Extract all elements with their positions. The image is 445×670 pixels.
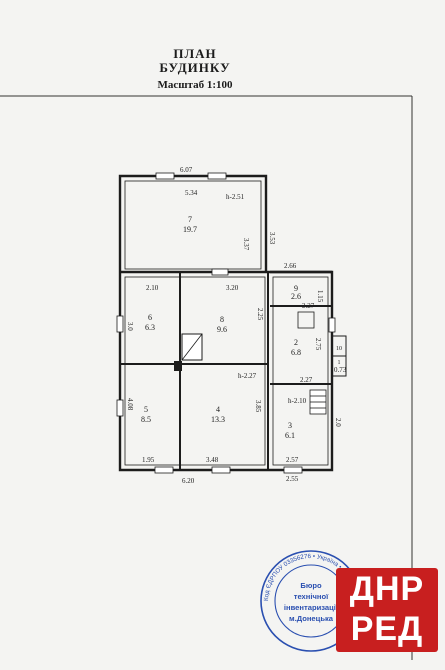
porch	[331, 335, 347, 377]
dim-room10-width: 0.73	[334, 366, 347, 374]
room-number: 8	[220, 315, 224, 324]
room-number: 5	[144, 405, 148, 414]
logo-line: ДНР	[349, 570, 425, 608]
dim-ceiling-4: h-2.27	[238, 372, 257, 380]
dim-room8-height: 2.25	[256, 308, 264, 321]
room-number: 10	[336, 346, 342, 352]
inner-wall-lines	[124, 180, 329, 466]
room-area: 2.6	[291, 292, 301, 301]
stamp-line: технічної	[294, 592, 329, 601]
room-area: 9.6	[217, 325, 227, 334]
partitions	[120, 272, 332, 470]
dim-room9-width: 2.27	[302, 302, 315, 310]
lower-inner	[124, 276, 266, 466]
plan-title: ПЛАН	[173, 46, 217, 61]
dim-ceiling-3: h-2.10	[288, 397, 307, 405]
dim-room5-height: 4.08	[126, 398, 134, 411]
plan-subtitle: БУДИНКУ	[159, 60, 231, 75]
plan-scale: Масштаб 1:100	[157, 79, 233, 91]
room-number: 7	[188, 215, 192, 224]
room7-inner	[124, 180, 262, 270]
room-number: 2	[294, 338, 298, 347]
room-area: 19.7	[183, 225, 197, 234]
dim-room6-height: 3.0	[126, 322, 134, 331]
stamp-line: м.Донецька	[289, 614, 334, 623]
dim-room4-width: 3.48	[206, 456, 219, 464]
room-labels: 7 19.7 6 6.3 8 9.6 9 2.6 2 6.8 10 1 5 8.…	[141, 215, 342, 440]
dim-top-overall: 6.07	[180, 166, 193, 174]
logo-line: РЕД	[350, 610, 424, 648]
dim-annex-bottom: 2.55	[286, 475, 299, 483]
stove	[174, 333, 203, 371]
dim-ceiling-7: h-2.51	[226, 193, 245, 201]
stamp-line: інвентаризації	[284, 603, 339, 612]
room-area: 6.3	[145, 323, 155, 332]
annex-inner	[272, 276, 329, 466]
dim-room5-width: 1.95	[142, 456, 155, 464]
room-area: 13.3	[211, 415, 225, 424]
dim-room9-height: 1.15	[316, 290, 324, 303]
dim-room6-width: 2.10	[146, 284, 159, 292]
dim-room7-height-outer: 3.53	[268, 232, 276, 245]
dim-annex-top: 2.66	[284, 262, 297, 270]
room-area: 1	[338, 360, 341, 366]
wall-room7	[118, 174, 268, 272]
dim-room2-height: 2.75	[314, 338, 322, 351]
dimension-labels: 6.07 5.34 h-2.51 3.37 3.53 2.66 2.10 3.2…	[126, 166, 347, 485]
dnr-red-logo: ДНР РЕД	[336, 568, 438, 652]
room-number: 3	[288, 421, 292, 430]
room-number: 6	[148, 313, 152, 322]
room-area: 8.5	[141, 415, 151, 424]
dim-room4-height: 3.85	[254, 400, 262, 413]
fixture-box	[297, 311, 315, 329]
dim-room7-height-inner: 3.37	[242, 238, 250, 251]
dim-room7-width: 5.34	[185, 189, 198, 197]
dim-room3-bottom: 2.57	[286, 456, 299, 464]
room-number: 4	[216, 405, 220, 414]
room-number: 9	[294, 284, 298, 293]
dim-room3-width: 2.27	[300, 376, 313, 384]
room-area: 6.8	[291, 348, 301, 357]
dim-room3-height: 2.0	[334, 418, 342, 427]
windows	[116, 172, 336, 474]
dim-room8-width: 3.20	[226, 284, 239, 292]
dim-bottom-overall: 6.20	[182, 477, 195, 485]
stamp-line: Бюро	[300, 581, 322, 590]
stairs	[309, 389, 327, 415]
room-area: 6.1	[285, 431, 295, 440]
wall-lower-left	[118, 272, 270, 472]
